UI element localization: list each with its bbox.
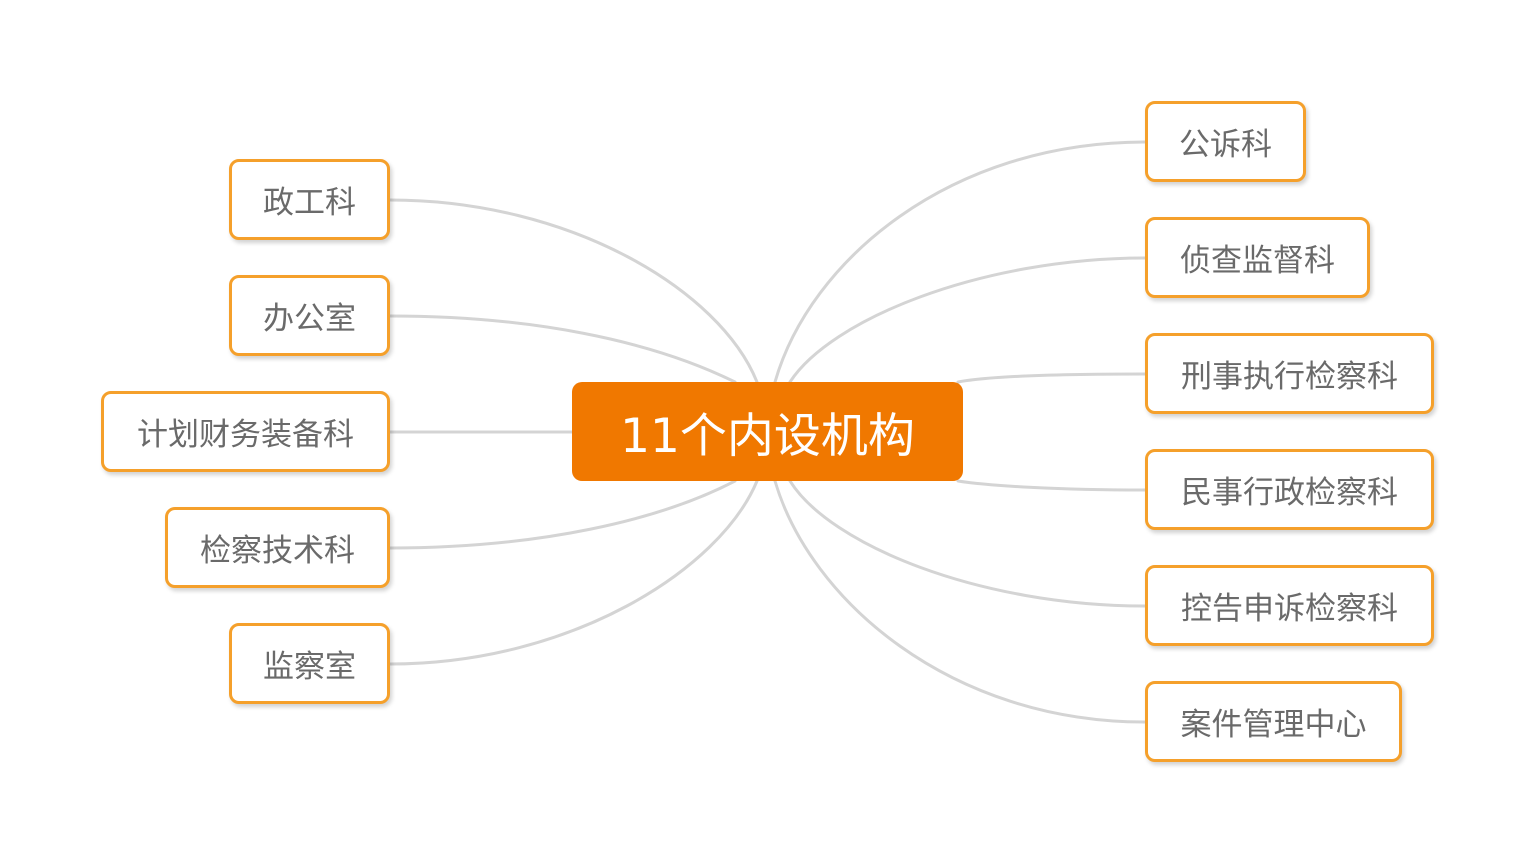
connector-konggao — [788, 479, 1147, 608]
connector-xingshi — [956, 372, 1147, 384]
node-gongsu[interactable]: 公诉科 — [1145, 101, 1306, 182]
connector-minshi — [956, 479, 1147, 492]
node-jihua-caiwu[interactable]: 计划财务装备科 — [101, 391, 390, 472]
connector-bangongshi — [388, 314, 737, 384]
node-label: 计划财务装备科 — [137, 417, 354, 453]
node-zhencha-jiandu[interactable]: 侦查监督科 — [1145, 217, 1370, 298]
connector-zhencha — [788, 256, 1147, 384]
node-label: 检察技术科 — [200, 533, 355, 569]
node-label: 民事行政检察科 — [1181, 475, 1398, 511]
node-jianchashi[interactable]: 监察室 — [229, 623, 390, 704]
node-label: 监察室 — [263, 649, 356, 685]
connector-anjian — [773, 479, 1147, 724]
node-label: 公诉科 — [1179, 127, 1272, 163]
node-label: 办公室 — [263, 301, 356, 337]
node-label: 控告申诉检察科 — [1181, 591, 1398, 627]
node-zhenggong[interactable]: 政工科 — [229, 159, 390, 240]
connector-jishu — [388, 479, 737, 550]
connector-gongsu — [773, 140, 1147, 384]
node-label: 侦查监督科 — [1180, 243, 1335, 279]
node-bangongshi[interactable]: 办公室 — [229, 275, 390, 356]
connector-zhenggong — [388, 198, 759, 384]
node-anjian-guanli[interactable]: 案件管理中心 — [1145, 681, 1402, 762]
node-konggao-shensu[interactable]: 控告申诉检察科 — [1145, 565, 1434, 646]
node-minshi-xingzheng[interactable]: 民事行政检察科 — [1145, 449, 1434, 530]
node-label: 案件管理中心 — [1180, 707, 1367, 743]
central-topic-label: 11个内设机构 — [620, 409, 915, 464]
connector-jiancha — [388, 479, 759, 666]
node-label: 政工科 — [263, 185, 356, 221]
central-topic[interactable]: 11个内设机构 — [572, 382, 963, 481]
node-xingshi-zhixing[interactable]: 刑事执行检察科 — [1145, 333, 1434, 414]
node-label: 刑事执行检察科 — [1181, 359, 1398, 395]
node-jiancha-jishu[interactable]: 检察技术科 — [165, 507, 390, 588]
